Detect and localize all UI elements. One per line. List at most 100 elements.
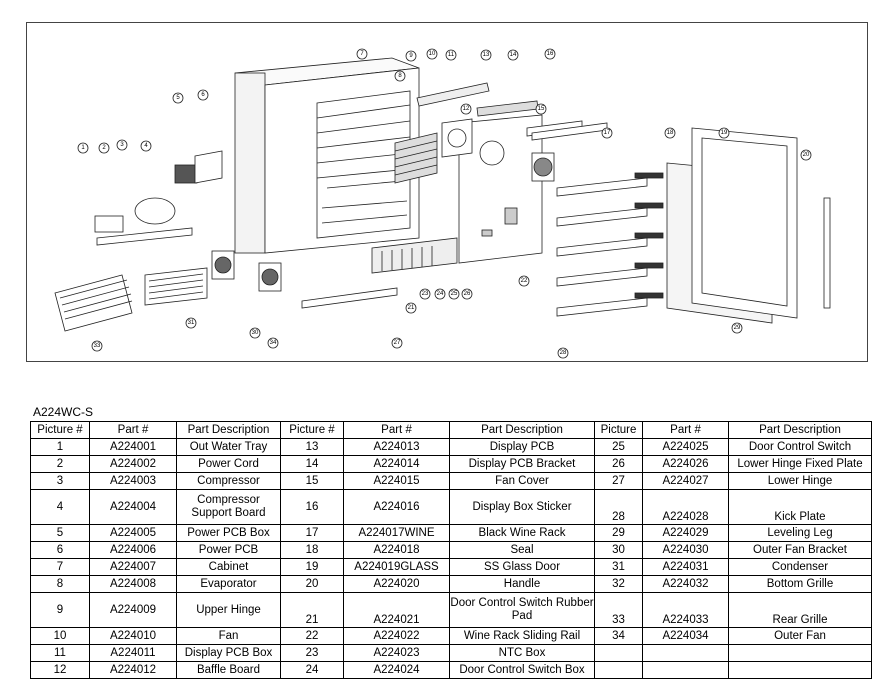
svg-text:23: 23 [422,291,429,297]
table-cell: 15 [280,472,344,490]
fan-cover-part [441,118,473,158]
table-cell: 20 [280,575,344,593]
svg-text:29: 29 [734,325,741,331]
table-cell: 16 [280,489,344,525]
callout-marker: 5 [172,92,184,104]
table-cell: Door Control Switch Box [449,661,595,679]
table-cell: 24 [280,661,344,679]
column-header: Picture # [280,421,344,439]
svg-text:21: 21 [408,305,415,311]
table-cell: 26 [594,455,643,473]
glass-door-part [691,127,798,319]
exploded-view-drawing: 1 2 3 4 5 6 7 8 9 10 11 12 13 14 15 16 1… [54,48,831,359]
table-cell: 25 [594,438,643,456]
table-cell: 4 [30,489,90,525]
table-cell: Fan [176,627,281,645]
column-header: Picture [594,421,643,439]
table-cell: NTC Box [449,644,595,662]
table-cell: Display Box Sticker [449,489,595,525]
table-cell: A224018 [343,541,450,559]
svg-text:5: 5 [176,95,180,101]
column-header: Part # [343,421,450,439]
table-cell [728,661,872,679]
table-cell: Door Control Switch [728,438,872,456]
callout-marker: 23 [419,288,431,300]
table-cell: Display PCB [449,438,595,456]
table-cell: Condenser [728,558,872,576]
callout-marker: 18 [664,127,676,139]
table-cell: 11 [30,644,90,662]
callout-marker: 16 [544,48,556,60]
table-cell: 14 [280,455,344,473]
table-cell: Black Wine Rack [449,524,595,542]
callout-marker: 14 [507,49,519,61]
svg-text:30: 30 [252,330,259,336]
rear-grille-part [54,274,133,332]
table-cell: A224027 [642,472,729,490]
svg-text:10: 10 [429,51,436,57]
svg-text:33: 33 [94,343,101,349]
svg-text:19: 19 [721,130,728,136]
table-cell: A224016 [343,489,450,525]
svg-text:22: 22 [521,278,528,284]
evaporator-part [394,132,438,184]
table-cell: Kick Plate [728,489,872,525]
table-cell: Out Water Tray [176,438,281,456]
table-cell: Evaporator [176,575,281,593]
svg-text:34: 34 [270,340,277,346]
fan-part [531,152,555,182]
table-cell: 17 [280,524,344,542]
callout-marker: 34 [267,337,279,349]
baffle-board-part [458,114,543,264]
table-cell: A224026 [642,455,729,473]
table-cell: A224006 [89,541,177,559]
table-cell: 7 [30,558,90,576]
handle-part [823,197,831,309]
column-header: Part # [89,421,177,439]
callout-marker: 25 [448,288,460,300]
table-cell: Lower Hinge [728,472,872,490]
table-cell: 13 [280,438,344,456]
callout-marker: 30 [249,327,261,339]
table-cell: A224014 [343,455,450,473]
parts-list-table: Picture # Part # Part Description Pictur… [30,421,872,679]
svg-text:6: 6 [201,92,205,98]
table-cell: Door Control Switch Rubber Pad [449,592,595,628]
cabinet-part [234,57,420,254]
table-cell: 8 [30,575,90,593]
table-cell: A224029 [642,524,729,542]
table-cell: A224017WINE [343,524,450,542]
svg-text:4: 4 [144,143,148,149]
table-cell: Fan Cover [449,472,595,490]
svg-text:12: 12 [463,106,470,112]
table-cell: A224009 [89,592,177,628]
table-cell: Leveling Leg [728,524,872,542]
table-cell: A224019GLASS [343,558,450,576]
table-cell [728,644,872,662]
table-cell: A224002 [89,455,177,473]
table-cell: Compressor Support Board [176,489,281,525]
table-cell: 22 [280,627,344,645]
table-cell: 32 [594,575,643,593]
table-cell: A224022 [343,627,450,645]
callout-marker: 11 [445,49,457,61]
table-cell [642,661,729,679]
table-cell: A224010 [89,627,177,645]
column-header: Part Description [449,421,595,439]
table-cell: 12 [30,661,90,679]
table-cell: 10 [30,627,90,645]
table-cell: 29 [594,524,643,542]
table-cell: 5 [30,524,90,542]
table-cell: A224007 [89,558,177,576]
callout-marker: 9 [405,50,417,62]
svg-text:1: 1 [81,145,85,151]
model-number-label: A224WC-S [33,405,94,419]
svg-text:31: 31 [188,320,195,326]
table-cell: A224013 [343,438,450,456]
compressor-assembly-part [94,197,193,246]
svg-text:14: 14 [510,52,517,58]
